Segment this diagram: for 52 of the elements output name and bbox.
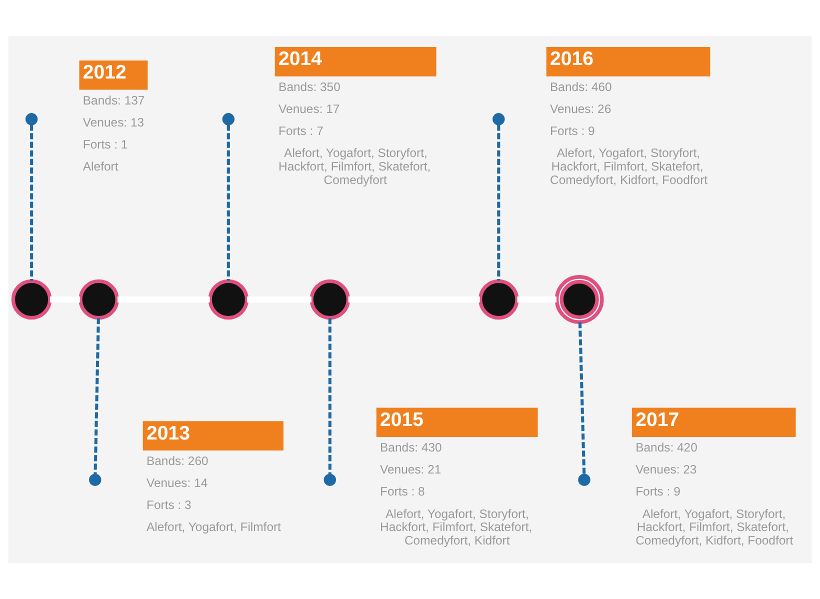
node-circle: [11, 279, 52, 320]
connector: [30, 124, 34, 281]
node-label: Venues: 17: [278, 102, 340, 116]
connector: [94, 318, 100, 474]
connector: [348, 296, 480, 303]
connector: [247, 296, 312, 303]
node-label: Bands: 137: [82, 93, 145, 108]
node-label: Forts : 9: [636, 484, 680, 499]
node-circle: [25, 113, 38, 126]
connector: [118, 296, 210, 303]
node-label: Venues: 23: [636, 462, 697, 477]
node-circle: [478, 279, 519, 320]
node-circle: [222, 113, 235, 126]
node-label: Bands: 260: [146, 454, 208, 468]
node-circle: [78, 279, 119, 320]
node-label: Alefort, Yogafort, Filmfort: [146, 520, 281, 534]
node-label: Alefort, Yogafort, Storyfort, Hackfort, Filmfort, Skatefort, Comedyfort, Kidfort: [380, 506, 532, 548]
node-label: Alefort: [82, 160, 118, 174]
node-label: Bands: 430: [380, 440, 442, 455]
node-circle: [554, 275, 604, 324]
node-circle: [208, 279, 249, 320]
connector: [328, 318, 332, 474]
node-label: Venues: 13: [82, 115, 144, 130]
node-label: Forts : 7: [278, 124, 324, 138]
node-label: Bands: 420: [636, 440, 698, 455]
node-label: Alefort, Yogafort, Storyfort, Hackfort, Filmfort, Skatefort, Comedyfort, Kidfort, Foodfort: [636, 506, 794, 548]
node-box: 2017: [632, 408, 796, 438]
connector: [497, 124, 500, 281]
node-label: Venues: 26: [550, 102, 612, 116]
node-label: Bands: 350: [278, 80, 340, 94]
node-circle: [310, 279, 350, 320]
node-box: 2014: [274, 47, 436, 76]
node-circle: [324, 474, 336, 486]
node-label: Alefort, Yogafort, Storyfort, Hackfort, Filmfort, Skatefort, Comedyfort, Kidfort, Foodfort: [550, 146, 708, 187]
node-label: Bands: 460: [550, 80, 612, 94]
node-label: Forts : 1: [82, 137, 128, 152]
node-box: 2015: [376, 408, 538, 438]
node-label: Forts : 8: [380, 484, 425, 499]
node-label: Venues: 14: [146, 476, 208, 490]
node-circle: [578, 474, 590, 486]
node-box: 2016: [546, 47, 710, 76]
node-label: Alefort, Yogafort, Storyfort, Hackfort, Filmfort, Skatefort, Comedyfort: [278, 146, 431, 187]
node-label: Venues: 21: [380, 462, 442, 477]
node-circle: [89, 474, 102, 486]
node-box: 2013: [142, 421, 284, 450]
node-label: Forts : 3: [146, 498, 192, 512]
node-circle: [492, 113, 505, 126]
node-label: Forts : 9: [550, 124, 595, 138]
connector: [578, 322, 586, 474]
connector: [226, 124, 230, 281]
node-box: 2012: [79, 60, 148, 90]
connector: [517, 296, 557, 303]
